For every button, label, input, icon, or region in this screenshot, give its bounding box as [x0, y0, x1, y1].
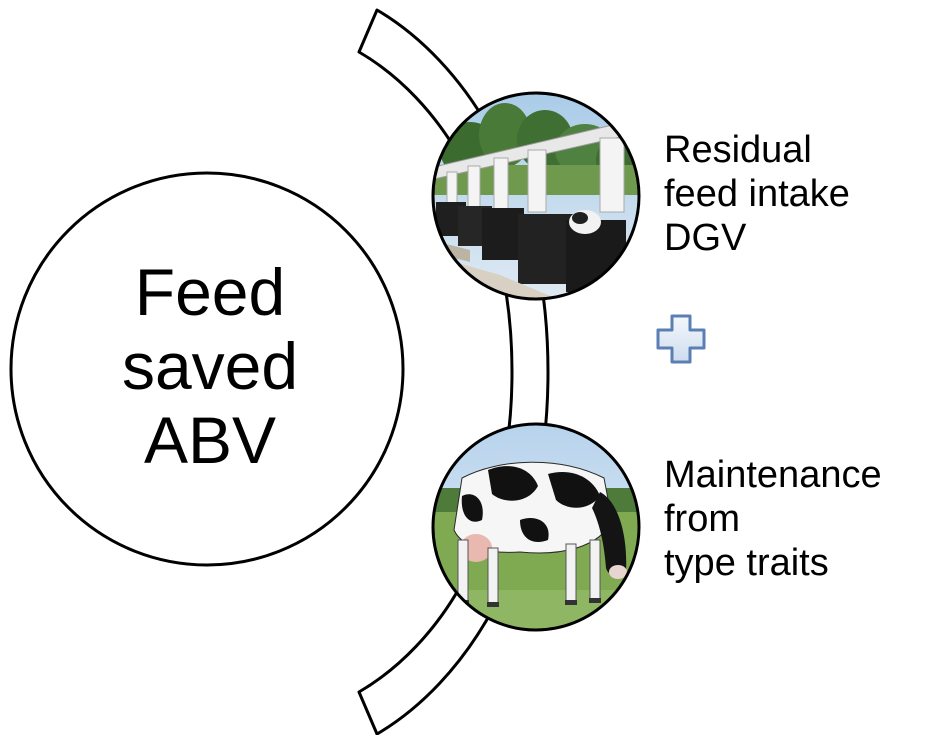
bottom-component-label: Maintenance from type traits — [664, 453, 882, 585]
top-component-line: feed intake — [664, 173, 850, 215]
main-node-line: ABV — [143, 403, 277, 477]
main-node-line: saved — [121, 329, 299, 403]
bottom-component-line: Maintenance — [664, 454, 882, 496]
plus-icon — [656, 314, 706, 364]
top-component-line: DGV — [664, 217, 747, 259]
top-component-line: Residual — [664, 129, 812, 171]
bottom-component-line: from — [664, 498, 740, 540]
feeding-stalls-photo — [433, 93, 639, 299]
main-circle — [9, 171, 405, 567]
bottom-photo-frame — [431, 422, 641, 632]
top-photo-frame — [431, 91, 641, 301]
main-node-label: Feed saved ABV — [40, 255, 380, 477]
bottom-component-line: type traits — [664, 542, 829, 584]
main-node-line: Feed — [134, 255, 286, 329]
top-component-label: Residual feed intake DGV — [664, 128, 850, 260]
